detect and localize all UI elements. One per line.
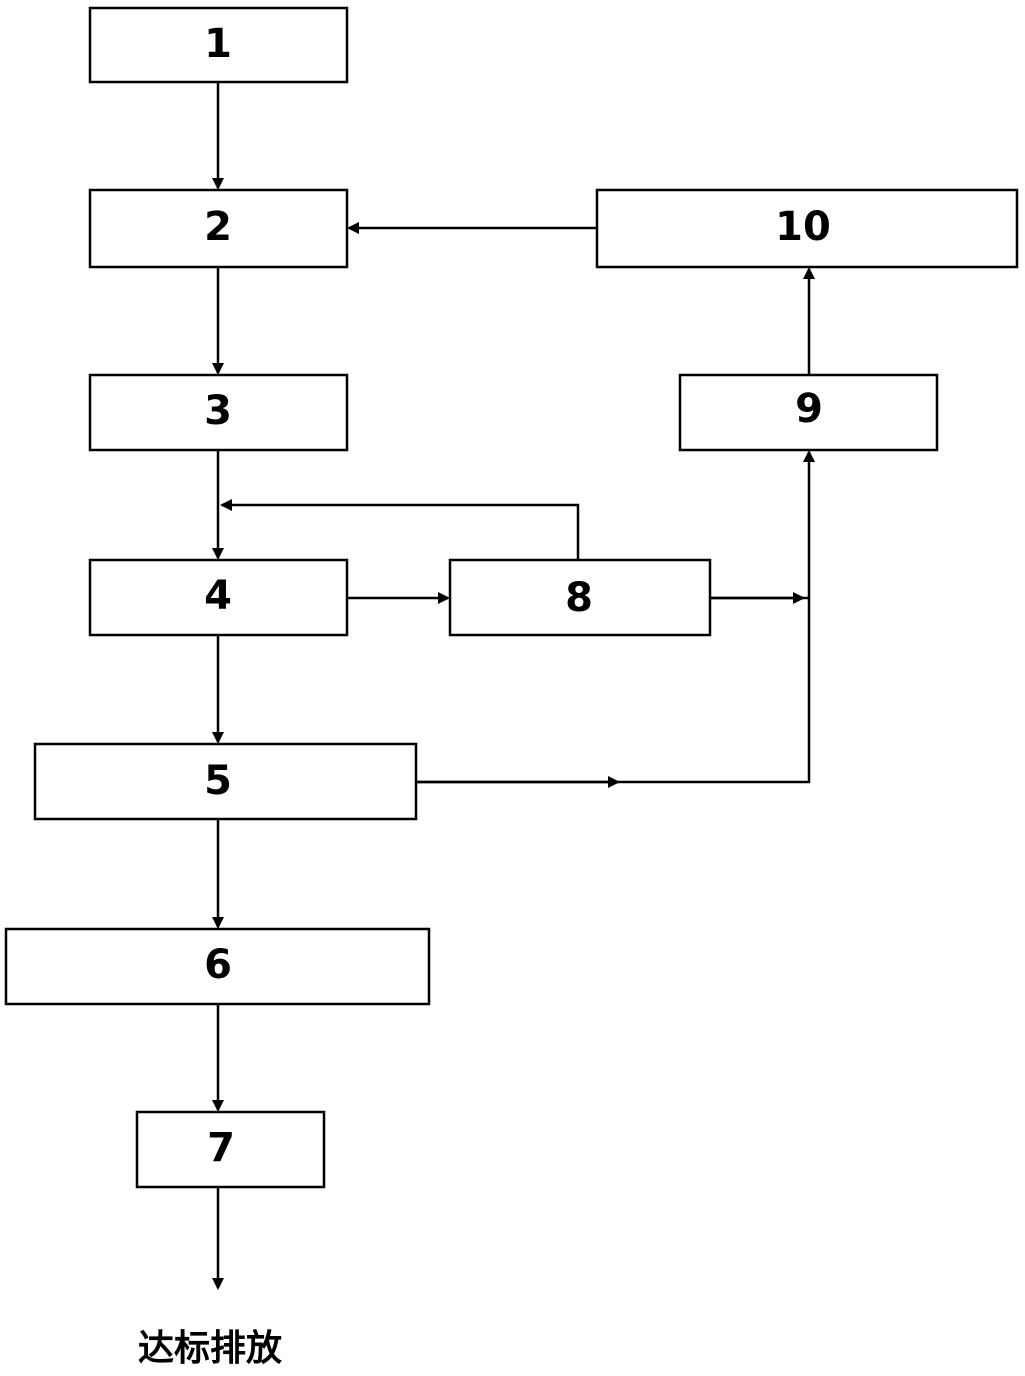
node-4-label: 4 [204, 573, 232, 619]
node-8-label: 8 [565, 575, 593, 621]
node-5: 5 [33, 742, 418, 821]
edges [212, 82, 815, 1290]
node-8-box [448, 558, 712, 637]
node-1-label: 1 [204, 21, 232, 67]
edge-8-to-4 [220, 499, 580, 560]
node-9-label: 9 [795, 386, 823, 432]
node-4: 4 [88, 558, 349, 637]
node-5-box [33, 742, 418, 821]
node-5-label: 5 [204, 758, 232, 804]
node-7-label: 7 [207, 1125, 235, 1171]
node-10: 10 [595, 188, 1019, 269]
node-3: 3 [88, 373, 349, 452]
node-3-label: 3 [204, 388, 232, 434]
node-7: 7 [135, 1110, 326, 1189]
node-8: 8 [448, 558, 712, 637]
node-4-box [88, 558, 349, 637]
node-9-box [678, 373, 939, 452]
node-1: 1 [88, 6, 349, 84]
node-1-box [88, 6, 349, 84]
node-9: 9 [678, 373, 939, 452]
node-6: 6 [4, 927, 431, 1006]
node-7-box [135, 1110, 326, 1189]
node-6-box [4, 927, 431, 1006]
node-10-box [595, 188, 1019, 269]
output-label: 达标排放 [138, 1328, 282, 1369]
node-10-label: 10 [775, 204, 831, 250]
node-2-label: 2 [204, 204, 232, 250]
node-6-label: 6 [204, 942, 232, 988]
node-3-box [88, 373, 349, 452]
node-2: 2 [88, 188, 349, 269]
node-2-box [88, 188, 349, 269]
